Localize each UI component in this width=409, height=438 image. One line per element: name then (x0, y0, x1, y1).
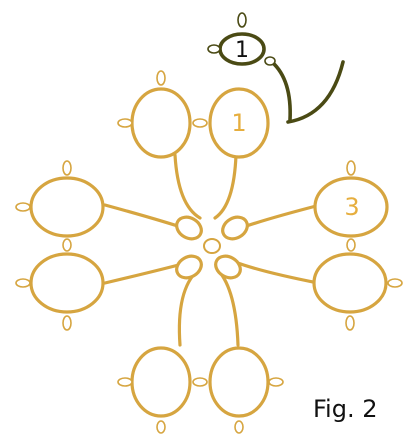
center-ring-bl (175, 254, 203, 280)
new-ring-picots (207, 12, 276, 66)
new-ring-number-label: 1 (235, 38, 249, 63)
chain-top-left (173, 153, 202, 220)
center-picot (203, 238, 221, 254)
chain-bottom-right (216, 268, 240, 347)
picot (346, 160, 356, 176)
ring-left-upper (29, 176, 105, 238)
chain-right-lower (233, 260, 320, 285)
picot (62, 315, 72, 331)
ring-right-upper (313, 176, 389, 238)
ring-right-lower (312, 252, 388, 314)
picot (156, 70, 166, 86)
ring-top-left (130, 87, 192, 159)
primary-thread-group (15, 70, 403, 434)
picot (237, 12, 247, 28)
picot (62, 160, 72, 176)
ring-number-label: 3 (344, 193, 359, 221)
center-ring-br (214, 254, 242, 280)
picot (192, 118, 208, 128)
ring-top-right (208, 87, 270, 159)
picot (15, 278, 31, 288)
picot (346, 238, 356, 252)
ring-bottom-left (130, 346, 192, 418)
picot (264, 56, 276, 66)
shuttle-thread-path (270, 60, 292, 122)
secondary-thread-group (207, 12, 345, 124)
figure-label: Fig. 2 (313, 395, 378, 423)
chain-bottom-left (177, 268, 200, 347)
picot (156, 420, 166, 434)
ring-left-lower (29, 252, 105, 314)
picot (192, 377, 208, 387)
picot (387, 278, 403, 288)
picots (15, 70, 403, 434)
picot (234, 420, 244, 434)
ring-bottom-right (208, 346, 270, 418)
chain-top-right (213, 153, 238, 220)
picot (62, 238, 72, 252)
thread-tail (286, 60, 345, 124)
ring-number-label: 1 (231, 109, 246, 137)
center-ring-tr (221, 215, 249, 241)
picot (345, 315, 355, 331)
picot (15, 202, 31, 212)
picot (207, 44, 221, 54)
picot (268, 377, 284, 387)
picot (117, 377, 133, 387)
picot (117, 118, 133, 128)
center-ring-tl (175, 215, 203, 241)
